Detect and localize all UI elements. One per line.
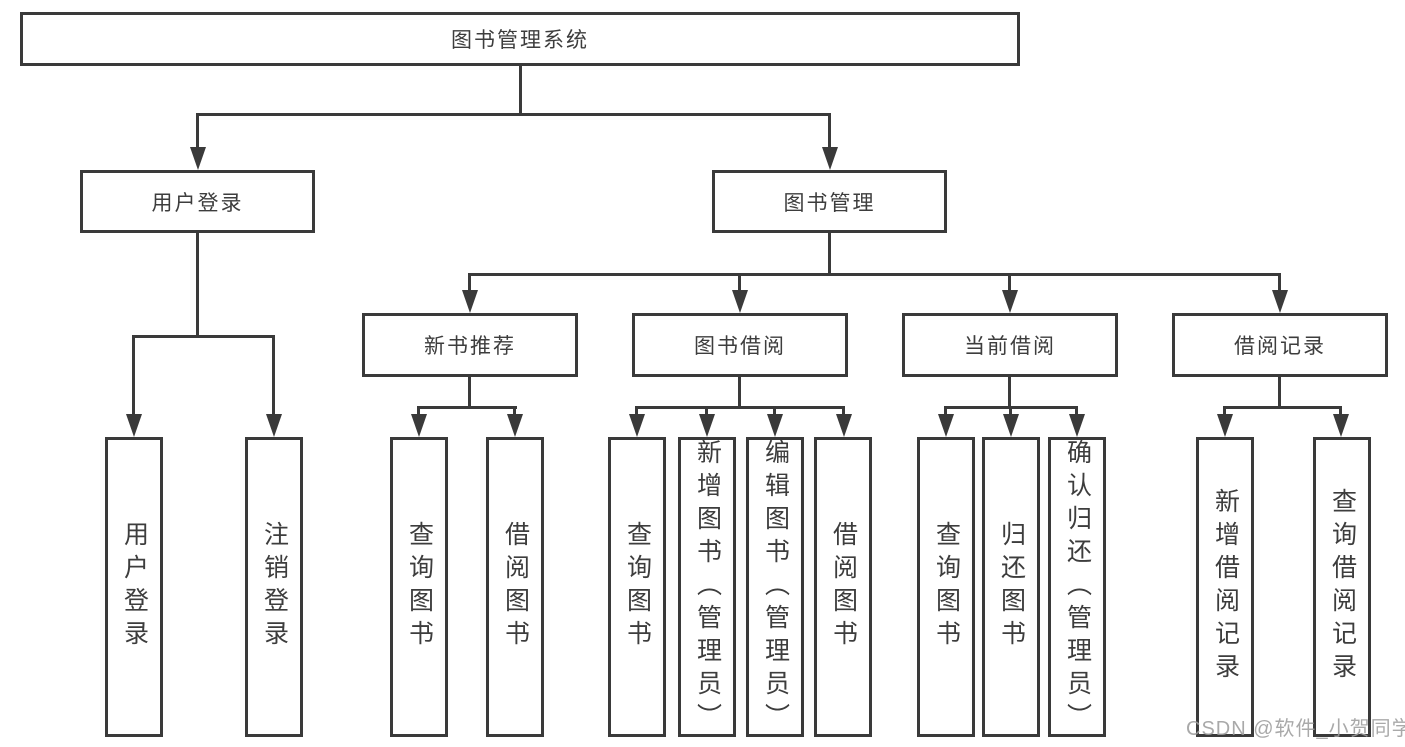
connector-current-stem [1008,377,1011,406]
connector-to-borrow-records [1278,273,1281,290]
node-borrow-query-books: 查询图书 [608,437,666,737]
connector-mgmt-bar [468,273,1281,276]
connector-stub [1075,406,1078,414]
connector-records-bar [1223,406,1342,409]
connector-stub [944,406,947,414]
connector-stub [513,406,516,414]
node-book-borrow-label: 图书借阅 [694,335,786,358]
arrow-down-icon [732,290,748,313]
node-borrow-records-label: 借阅记录 [1234,335,1326,358]
node-newbook-query-books-label: 查询图书 [405,521,434,653]
node-borrow-query-books-label: 查询图书 [623,521,652,653]
arrow-down-icon [266,414,282,437]
arrow-down-icon [462,290,478,313]
node-borrow-edit-books-admin: 编辑图书（管理员） [746,437,804,737]
arrow-down-icon [836,414,852,437]
node-book-borrow: 图书借阅 [632,313,848,377]
node-record-query-borrow-record-label: 查询借阅记录 [1328,488,1357,686]
node-current-confirm-return-admin-label: 确认归还（管理员） [1063,438,1092,736]
connector-stub [635,406,638,414]
node-user-login-action: 用户登录 [105,437,163,737]
arrow-down-icon [1272,290,1288,313]
arrow-down-icon [1069,414,1085,437]
connector-stub [1223,406,1226,414]
connector-login-stem [196,233,199,335]
connector-to-book-mgmt [828,113,831,147]
arrow-down-icon [938,414,954,437]
node-borrow-edit-books-admin-label: 编辑图书（管理员） [761,438,790,736]
arrow-down-icon [1003,414,1019,437]
node-new-book-recommend-label: 新书推荐 [424,335,516,358]
connector-to-user-login [196,113,199,147]
arrow-down-icon [822,147,838,170]
connector-newbook-bar [417,406,517,409]
node-current-return-books-label: 归还图书 [997,521,1026,653]
node-record-query-borrow-record: 查询借阅记录 [1313,437,1371,737]
arrow-down-icon [767,414,783,437]
node-borrow-borrow-books-label: 借阅图书 [829,521,858,653]
node-current-confirm-return-admin: 确认归还（管理员） [1048,437,1106,737]
node-record-add-borrow-record: 新增借阅记录 [1196,437,1254,737]
arrow-down-icon [1217,414,1233,437]
connector-borrow-stem [738,377,741,406]
node-user-login-label: 用户登录 [151,191,244,215]
node-borrow-records: 借阅记录 [1172,313,1388,377]
node-newbook-borrow-books: 借阅图书 [486,437,544,737]
node-user-login: 用户登录 [80,170,315,233]
node-logout-action-label: 注销登录 [260,521,289,653]
node-borrow-borrow-books: 借阅图书 [814,437,872,737]
arrow-down-icon [699,414,715,437]
node-current-query-books: 查询图书 [917,437,975,737]
node-book-management: 图书管理 [712,170,947,233]
node-newbook-query-books: 查询图书 [390,437,448,737]
connector-borrow-bar [635,406,845,409]
arrow-down-icon [1002,290,1018,313]
arrow-down-icon [507,414,523,437]
connector-mgmt-stem [828,233,831,273]
connector-newbook-stem [468,377,471,406]
connector-stub [773,406,776,414]
connector-stub [842,406,845,414]
connector-to-login-action [132,335,135,414]
connector-root-stem [519,66,522,113]
arrow-down-icon [126,414,142,437]
node-root-library-system: 图书管理系统 [20,12,1020,66]
node-borrow-add-books-admin: 新增图书（管理员） [678,437,736,737]
connector-stub [705,406,708,414]
node-current-query-books-label: 查询图书 [932,521,961,653]
connector-root-bar [199,113,831,116]
node-record-add-borrow-record-label: 新增借阅记录 [1211,488,1240,686]
connector-to-book-borrow [738,273,741,290]
arrow-down-icon [629,414,645,437]
node-current-borrow-label: 当前借阅 [964,335,1056,358]
connector-stub [1009,406,1012,414]
node-newbook-borrow-books-label: 借阅图书 [501,521,530,653]
connector-records-stem [1278,377,1281,406]
arrow-down-icon [1333,414,1349,437]
connector-login-bar [132,335,275,338]
arrow-down-icon [190,147,206,170]
node-current-borrow: 当前借阅 [902,313,1118,377]
arrow-down-icon [411,414,427,437]
csdn-watermark: CSDN @软件_小贺同学 [1186,718,1405,740]
connector-stub [417,406,420,414]
connector-to-new-books [468,273,471,290]
node-root-label: 图书管理系统 [451,29,589,52]
node-logout-action: 注销登录 [245,437,303,737]
node-new-book-recommend: 新书推荐 [362,313,578,377]
node-book-management-label: 图书管理 [783,191,876,215]
connector-to-current-borrow [1008,273,1011,290]
node-user-login-action-label: 用户登录 [120,521,149,653]
node-borrow-add-books-admin-label: 新增图书（管理员） [693,438,722,736]
connector-stub [1339,406,1342,414]
node-current-return-books: 归还图书 [982,437,1040,737]
connector-to-logout-action [272,335,275,414]
